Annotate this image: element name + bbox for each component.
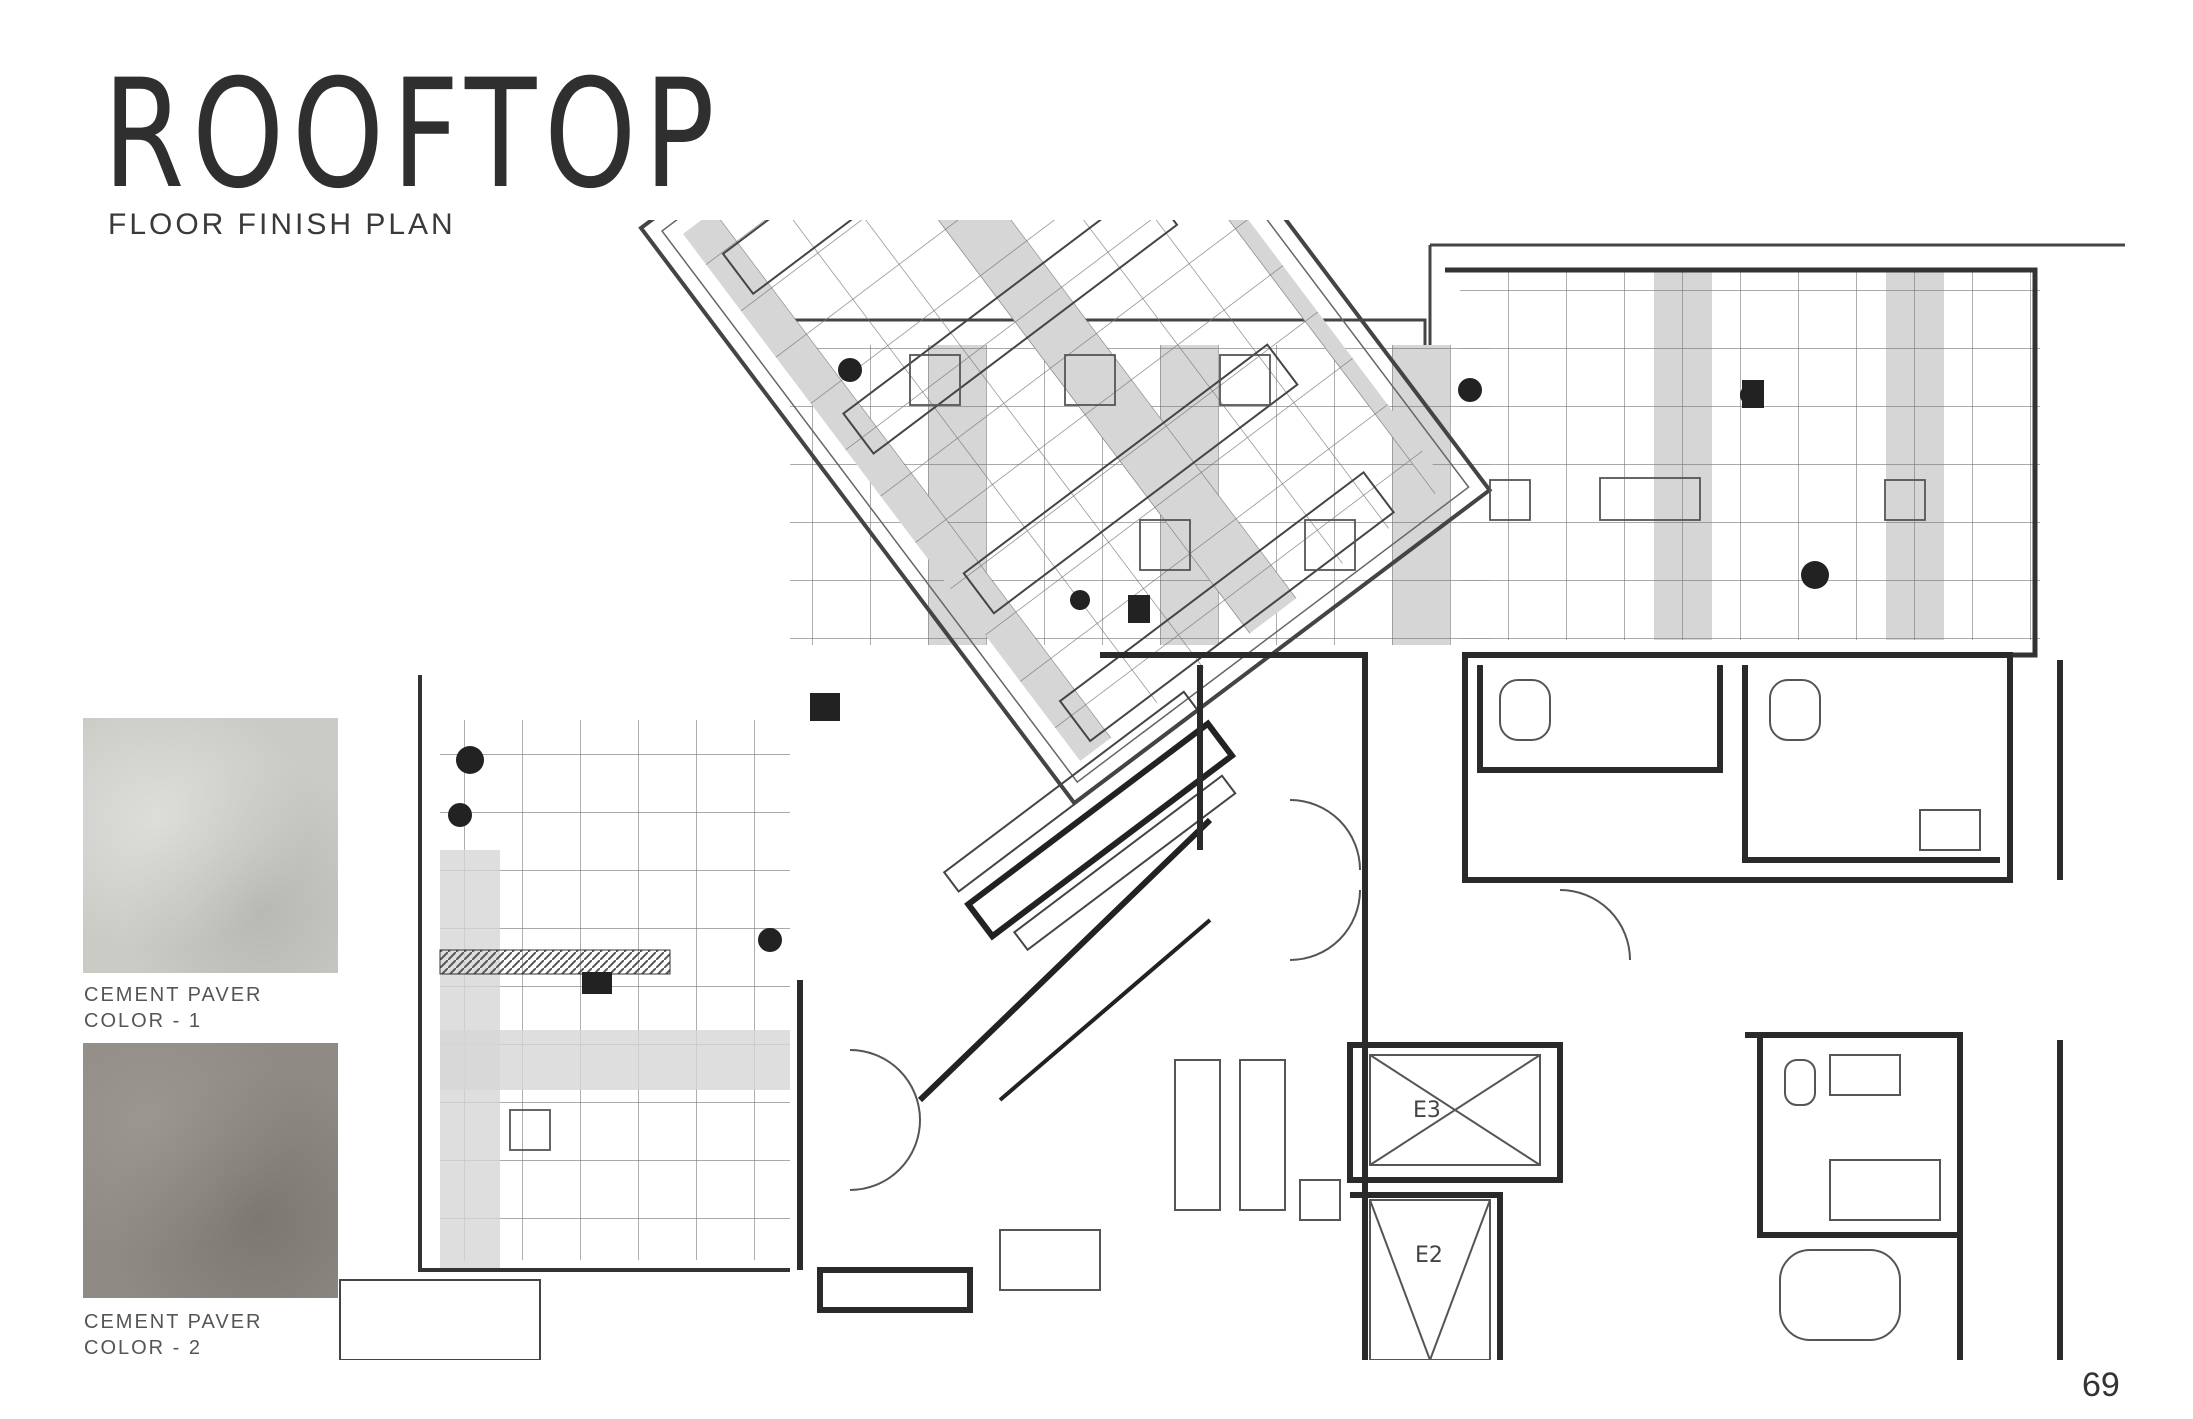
plan-tag-e2: E2 — [1415, 1243, 1443, 1268]
swatch-cement-paver-color-2 — [83, 1043, 338, 1298]
swatch-label-1-line1: CEMENT PAVER — [84, 984, 263, 1006]
swatch-label-1: CEMENT PAVER COLOR - 1 — [84, 982, 262, 1034]
swatch-label-2-line2: COLOR - 2 — [84, 1337, 203, 1359]
page-subtitle: FLOOR FINISH PLAN — [108, 208, 456, 241]
swatch-label-2: CEMENT PAVER COLOR - 2 — [84, 1309, 262, 1361]
plan-tag-e3: E3 — [1413, 1098, 1441, 1123]
floor-plan-linework — [339, 220, 2125, 1360]
page-title: ROOFTOP — [103, 48, 723, 222]
swatch-cement-paver-color-1 — [83, 718, 338, 973]
page-number: 69 — [2082, 1366, 2120, 1404]
swatch-label-1-line2: COLOR - 1 — [84, 1010, 203, 1032]
swatch-label-2-line1: CEMENT PAVER — [84, 1311, 263, 1333]
